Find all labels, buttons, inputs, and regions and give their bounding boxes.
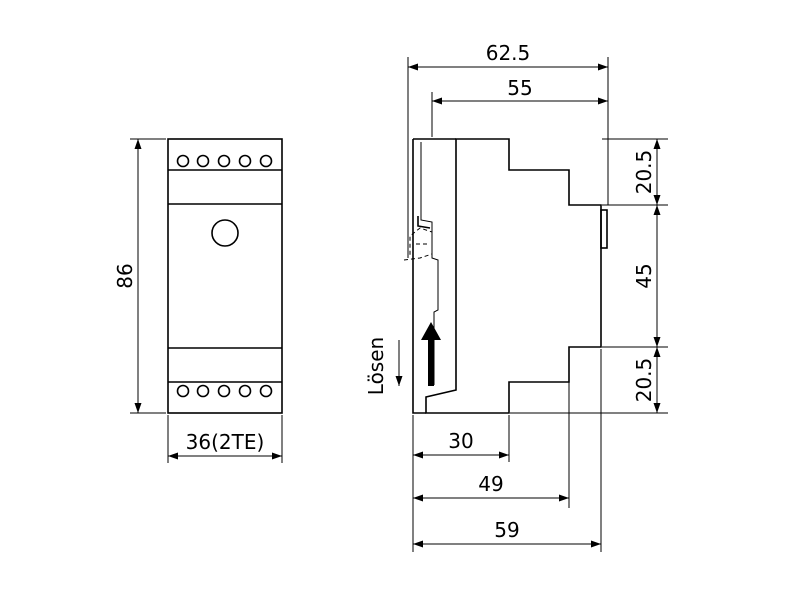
side-body-outline bbox=[425, 138, 602, 414]
terminal-screw bbox=[259, 384, 273, 398]
dimension-width-label: 36(2TE) bbox=[186, 430, 265, 454]
dimension-right-bottom-label: 20.5 bbox=[632, 358, 656, 403]
dimension-bottom-30-label: 30 bbox=[448, 429, 473, 453]
dimension-bottom-49-label: 49 bbox=[478, 472, 503, 496]
dimension-depth-total: 62.5 bbox=[407, 41, 609, 258]
terminal-screw bbox=[238, 154, 252, 168]
front-indicator-circle bbox=[211, 219, 239, 247]
dimension-depth-total-label: 62.5 bbox=[486, 41, 531, 65]
rail-clip-outline bbox=[412, 139, 426, 414]
terminal-screw bbox=[259, 154, 273, 168]
terminal-screw bbox=[176, 154, 190, 168]
dimension-bottom-stack: 30 49 59 bbox=[412, 349, 602, 552]
terminal-screw bbox=[217, 154, 231, 168]
rail-clip-inner bbox=[420, 142, 439, 385]
front-body-outline bbox=[167, 138, 283, 414]
dimension-bottom-59-label: 59 bbox=[494, 518, 519, 542]
terminal-screw bbox=[238, 384, 252, 398]
dimension-depth-body-label: 55 bbox=[507, 76, 532, 100]
dimension-right-middle-label: 45 bbox=[632, 263, 656, 288]
release-indicator: Lösen bbox=[364, 322, 441, 395]
side-right-tab bbox=[600, 209, 608, 249]
dimension-right-top-label: 20.5 bbox=[632, 150, 656, 195]
side-view: Lösen 62.5 55 20.5 45 20.5 bbox=[364, 41, 668, 552]
terminal-screw bbox=[196, 384, 210, 398]
din-rail-hidden-outline bbox=[403, 227, 433, 261]
dimension-width: 36(2TE) bbox=[167, 415, 283, 463]
rail-clip-hook bbox=[417, 216, 431, 229]
terminal-screw bbox=[217, 384, 231, 398]
terminal-screw bbox=[176, 384, 190, 398]
dimension-height-label: 86 bbox=[113, 263, 137, 288]
front-view: 86 36(2TE) bbox=[113, 138, 283, 463]
terminal-row-top bbox=[176, 154, 273, 168]
release-arrow-icon bbox=[421, 322, 441, 386]
terminal-row-bottom bbox=[176, 384, 273, 398]
terminal-screw bbox=[196, 154, 210, 168]
dimension-right-stack: 20.5 45 20.5 bbox=[510, 138, 668, 414]
dimension-height: 86 bbox=[113, 138, 166, 414]
release-label: Lösen bbox=[364, 337, 388, 395]
dimension-depth-body: 55 bbox=[431, 76, 608, 137]
